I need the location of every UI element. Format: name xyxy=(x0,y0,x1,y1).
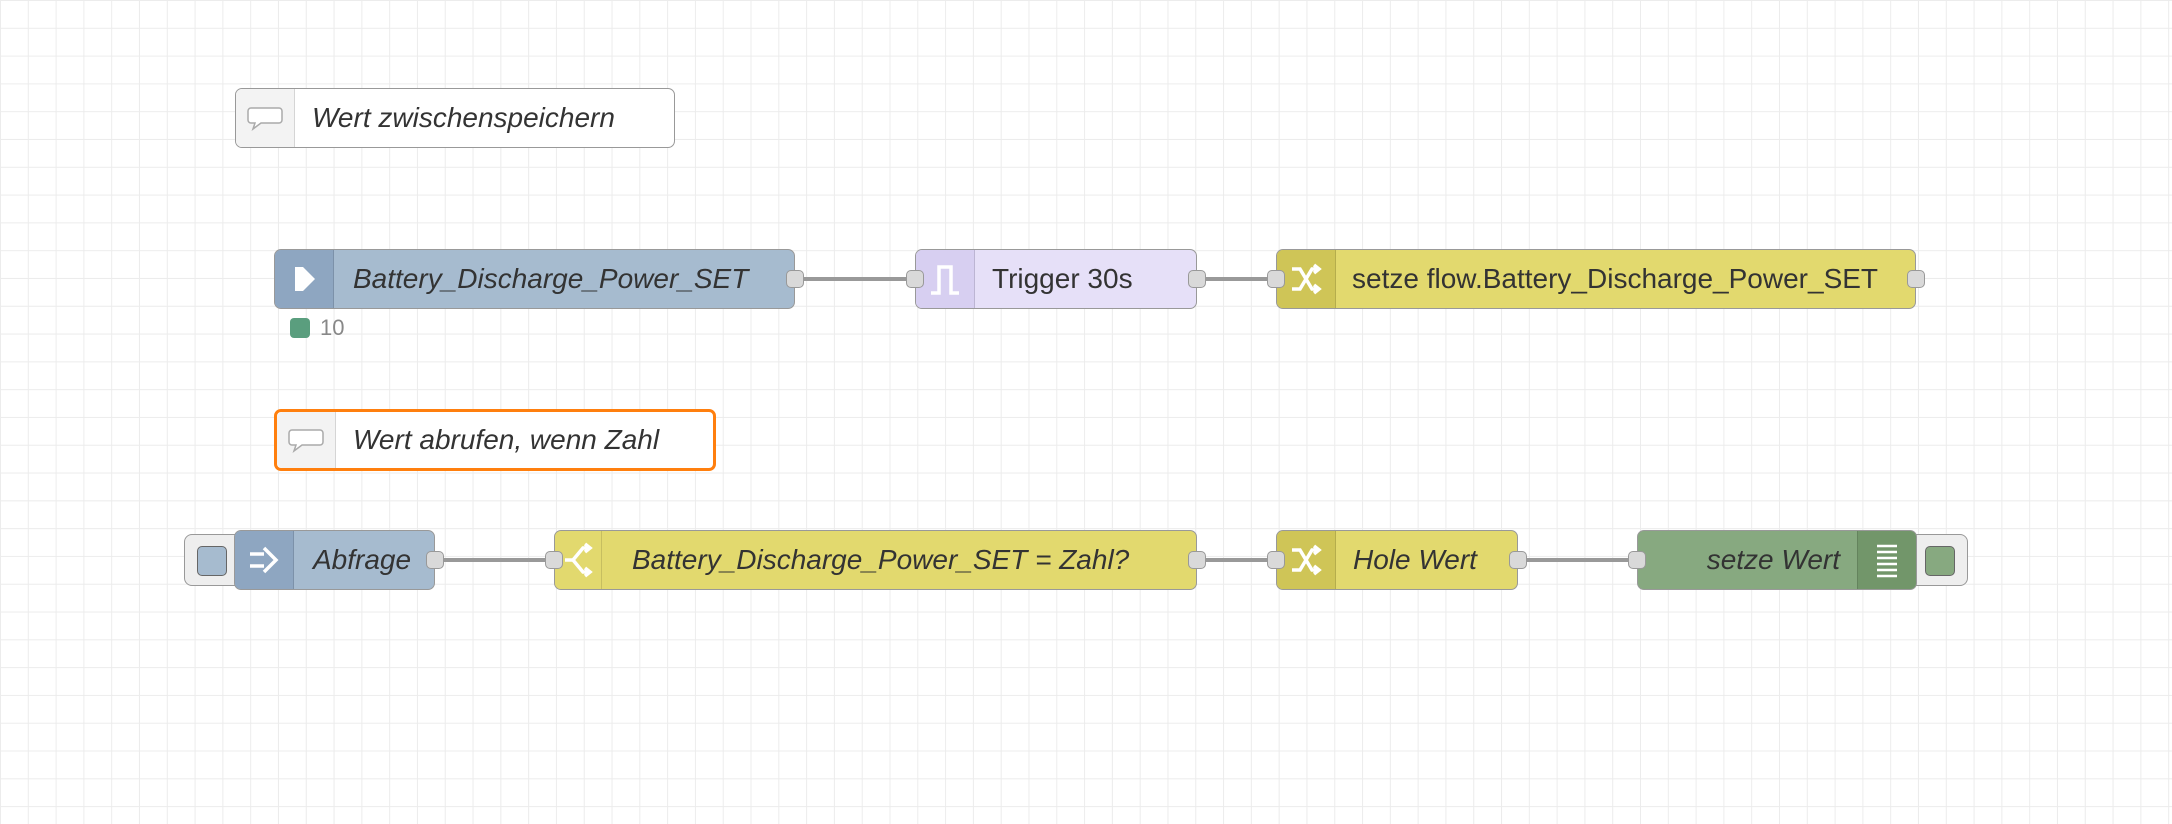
switch-node[interactable]: Battery_Discharge_Power_SET = Zahl? xyxy=(545,530,1206,590)
trigger-node[interactable]: Trigger 30s xyxy=(906,249,1206,309)
inject-button-square xyxy=(197,546,227,576)
change-label-set-flow: setze flow.Battery_Discharge_Power_SET xyxy=(1352,263,1879,294)
pulse-trigger-icon xyxy=(916,250,975,308)
output-port[interactable] xyxy=(1188,269,1206,288)
output-port[interactable] xyxy=(1907,269,1925,288)
inject-trigger-button[interactable] xyxy=(184,534,244,586)
change-node-set-flow[interactable]: setze flow.Battery_Discharge_Power_SET xyxy=(1267,249,1925,309)
debug-toggle-button[interactable] xyxy=(1908,534,1968,586)
arrow-right-icon xyxy=(235,531,294,589)
link-in-node[interactable]: Battery_Discharge_Power_SET xyxy=(274,249,804,309)
output-port[interactable] xyxy=(1188,550,1206,569)
speech-bubble-icon xyxy=(277,412,336,468)
speech-bubble-icon xyxy=(236,89,295,147)
branch-icon xyxy=(555,531,602,589)
input-port[interactable] xyxy=(1267,269,1285,288)
inject-node[interactable]: Abfrage xyxy=(234,530,444,590)
change-node-get-value[interactable]: Hole Wert xyxy=(1267,530,1527,590)
debug-toggle-square xyxy=(1925,546,1955,576)
arrow-in-icon xyxy=(275,250,334,308)
switch-label: Battery_Discharge_Power_SET = Zahl? xyxy=(632,544,1130,575)
input-port[interactable] xyxy=(906,269,924,288)
comment-node-top[interactable]: Wert zwischenspeichern xyxy=(235,88,675,148)
status-dot xyxy=(290,318,310,338)
input-port[interactable] xyxy=(1267,550,1285,569)
input-port[interactable] xyxy=(1628,550,1646,569)
status-text: 10 xyxy=(320,315,345,340)
comment-label-top: Wert zwischenspeichern xyxy=(312,102,615,133)
link-in-label: Battery_Discharge_Power_SET xyxy=(353,263,749,294)
shuffle-icon xyxy=(1277,250,1336,308)
change-label-get-value: Hole Wert xyxy=(1353,544,1477,575)
comment-node-middle[interactable]: Wert abrufen, wenn Zahl xyxy=(274,409,716,471)
list-lines-icon xyxy=(1857,531,1916,589)
comment-label-middle: Wert abrufen, wenn Zahl xyxy=(353,424,660,455)
output-port[interactable] xyxy=(786,269,804,288)
debug-node[interactable]: setze Wert xyxy=(1628,530,1917,590)
input-port[interactable] xyxy=(545,550,563,569)
node-status: 10 xyxy=(290,315,344,341)
trigger-label: Trigger 30s xyxy=(992,263,1133,294)
shuffle-icon xyxy=(1277,531,1336,589)
output-port[interactable] xyxy=(426,550,444,569)
output-port[interactable] xyxy=(1509,550,1527,569)
inject-label: Abfrage xyxy=(313,544,412,575)
debug-label: setze Wert xyxy=(1706,544,1840,575)
